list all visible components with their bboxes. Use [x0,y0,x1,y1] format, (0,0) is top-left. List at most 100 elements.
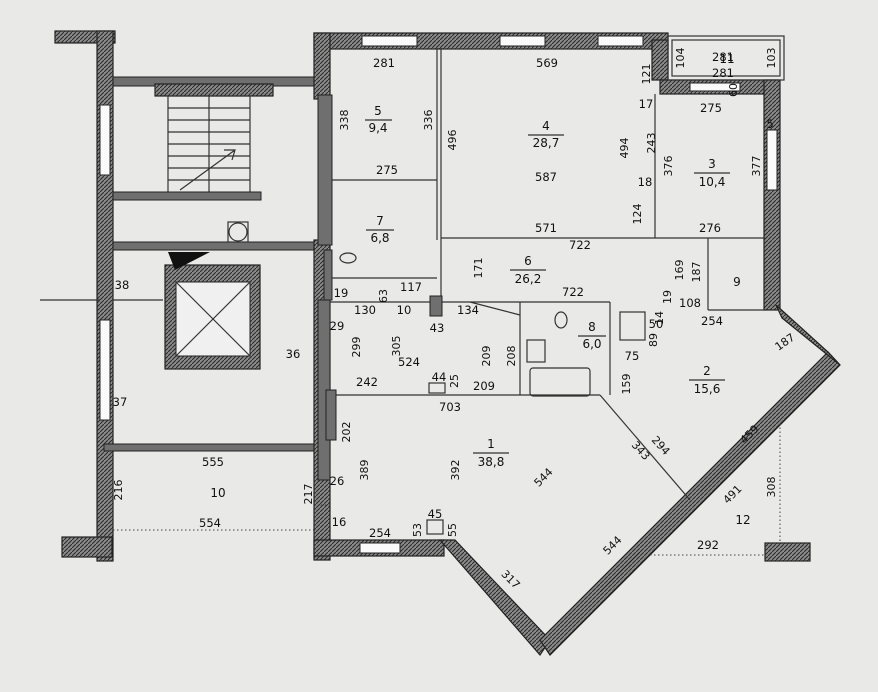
dim-label: 389 [358,460,371,481]
partitions [317,48,765,535]
room-number-6: 6 [524,254,532,268]
room-area-7: 6,8 [370,231,389,245]
stair-core [40,30,319,562]
dim-label: 281 [712,66,734,80]
dim-label: 44 [432,370,447,384]
dim-label: 491 [721,483,745,507]
dim-label: 60 [727,83,740,97]
dim-label: 104 [674,48,687,69]
room-number-5: 5 [374,104,382,118]
dim-label: 292 [697,538,719,552]
room-area-1: 38,8 [478,455,505,469]
dim-label: 496 [446,130,459,151]
room-number-11: 11 [719,52,734,66]
dim-label: 569 [536,56,558,70]
dim-label: 5 [766,117,773,131]
dim-label: 392 [449,460,462,481]
dim-label: 43 [430,321,445,335]
dim-label: 377 [750,156,763,177]
dim-label: 317 [498,568,522,592]
room-area-8: 6,0 [582,337,601,351]
dim-label: 37 [113,395,128,409]
dim-label: 50 [649,317,664,331]
dim-label: 275 [376,163,398,177]
dim-label: 243 [645,133,658,154]
dim-label: 587 [535,170,557,184]
dim-label: 89 [647,333,660,347]
dim-label: 117 [400,280,422,294]
room-number-2: 2 [703,364,711,378]
dim-label: 14 [653,311,666,325]
dim-label: 134 [457,303,479,317]
dim-label: 19 [661,290,674,304]
dim-label: 169 [673,260,686,281]
dim-label: 121 [640,64,653,85]
dim-label: 53 [411,523,424,537]
dim-label: 159 [620,374,633,395]
dim-label: 25 [448,374,461,388]
dim-label: 63 [377,289,390,303]
room-area-5: 9,4 [368,121,387,135]
dim-label: 275 [700,101,722,115]
dim-label: 281 [712,50,734,64]
room-number-7: 7 [376,214,384,228]
dim-label: 26 [330,474,345,488]
room-area-6: 26,2 [515,272,542,286]
dim-label: 208 [505,346,518,367]
dim-label: 202 [340,422,353,443]
room-number-10: 10 [210,486,225,500]
room-number-12: 12 [735,513,750,527]
dim-label: 18 [638,175,653,189]
dim-label: 36 [286,347,301,361]
room-number-9: 9 [733,275,741,289]
dim-label: 209 [473,379,495,393]
dim-label: 216 [112,480,125,501]
room-area-4: 28,7 [533,136,560,150]
dim-label: 16 [332,515,347,529]
dim-label: 10 [397,303,412,317]
dim-label: 338 [338,110,351,131]
dim-label: 494 [618,138,631,159]
dim-label: 17 [639,97,654,111]
dim-label: 254 [369,526,391,540]
room-area-2: 15,6 [694,382,721,396]
dim-label: 209 [480,346,493,367]
dim-label: 217 [302,484,315,505]
dim-label: 108 [679,296,701,310]
dim-label: 336 [422,110,435,131]
dim-label: 276 [699,221,721,235]
dim-label: 554 [199,516,221,530]
dim-label: 722 [562,285,584,299]
dim-label: 38 [115,278,130,292]
dim-label: 281 [373,56,395,70]
dim-label: 187 [773,331,798,354]
dim-label: 722 [569,238,591,252]
dim-label: 242 [356,375,378,389]
dim-label: 124 [631,204,644,225]
dim-label: 45 [428,507,443,521]
dim-label: 305 [390,336,403,357]
dim-label: 55 [446,523,459,537]
dim-label: 571 [535,221,557,235]
dim-label: 376 [662,156,675,177]
room-number-4: 4 [542,119,550,133]
room-number-1: 1 [487,437,495,451]
dim-label: 29 [330,319,345,333]
room-number-8: 8 [588,320,596,334]
dim-label: 130 [354,303,376,317]
dim-label: 299 [350,337,363,358]
dim-label: 308 [765,477,778,498]
dim-label: 524 [398,355,420,369]
dim-label: 19 [334,286,349,300]
dim-label: 703 [439,400,461,414]
dim-label: 75 [625,349,640,363]
dim-label: 544 [532,466,556,490]
room-labels: 5 9,4 4 28,7 3 10,4 7 6,8 6 26,2 9 8 6,0… [210,52,750,527]
dim-label: 555 [202,455,224,469]
dim-label: 254 [701,314,723,328]
room-number-3: 3 [708,157,716,171]
room-area-3: 10,4 [699,175,726,189]
dim-label: 544 [601,534,625,558]
staircase [167,95,251,195]
